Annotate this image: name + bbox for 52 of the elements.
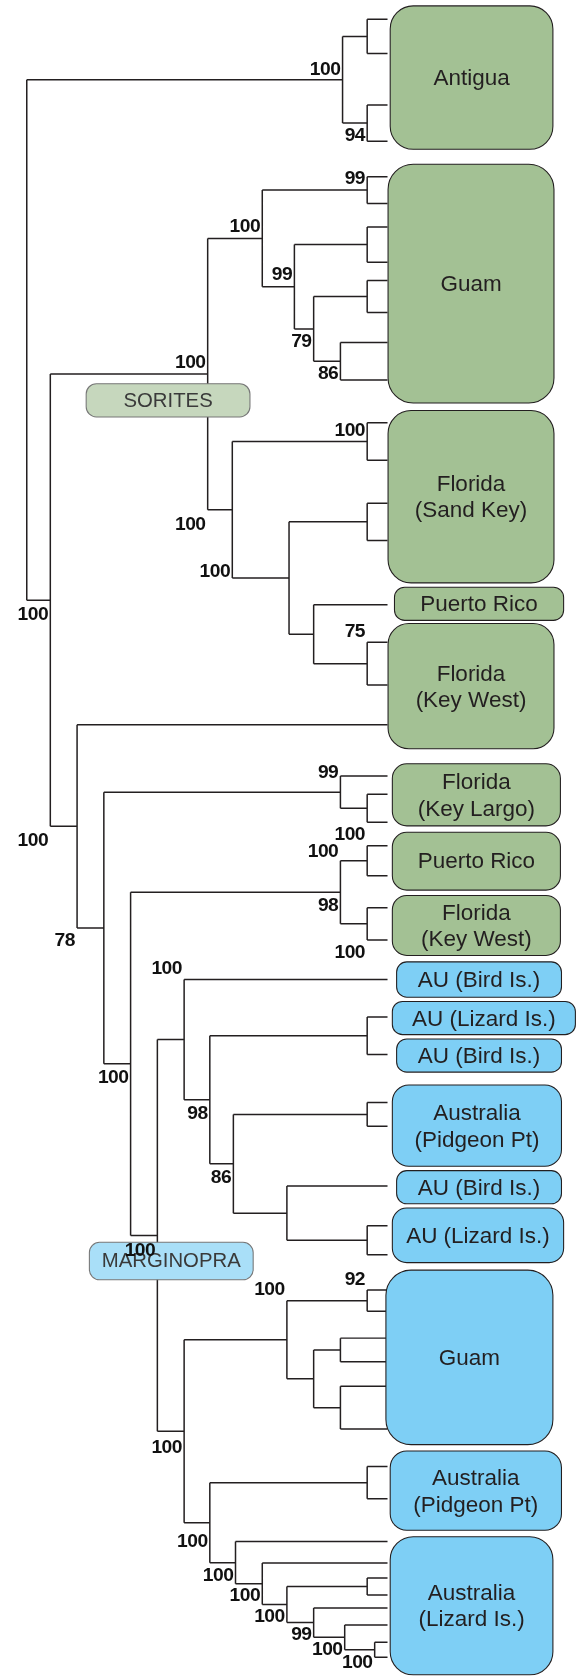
bootstrap-value: 100 — [175, 352, 206, 372]
bootstrap-value: 92 — [344, 1268, 366, 1288]
bootstrap-value: 100 — [199, 560, 231, 581]
bootstrap-value: 100 — [254, 1605, 285, 1625]
clade-tag: SORITES — [85, 383, 251, 418]
bootstrap-value: 99 — [344, 168, 366, 188]
bootstrap-value: 100 — [151, 1436, 182, 1456]
bootstrap-value: 100 — [254, 1279, 285, 1299]
location-box: AU (Bird Is.) — [396, 961, 562, 998]
location-box: Antigua — [389, 5, 554, 150]
location-box: AU (Bird Is.) — [396, 1170, 562, 1205]
location-box: AU (Bird Is.) — [396, 1038, 562, 1073]
bootstrap-value: 94 — [344, 125, 366, 145]
bootstrap-value: 100 — [177, 1530, 208, 1551]
bootstrap-value: 79 — [291, 330, 312, 351]
bootstrap-value: 100 — [17, 603, 49, 624]
location-box: Florida (Sand Key) — [387, 410, 555, 584]
location-box: AU (Lizard Is.) — [391, 1000, 576, 1036]
location-box: AU (Lizard Is.) — [391, 1207, 565, 1264]
bootstrap-value: 100 — [312, 1638, 343, 1659]
bootstrap-value: 99 — [317, 762, 339, 782]
bootstrap-value: 100 — [229, 1585, 261, 1605]
location-box: Guam — [387, 163, 555, 404]
location-box: Florida (Key West) — [387, 623, 555, 750]
bootstrap-value: 78 — [54, 930, 75, 950]
bootstrap-value: 100 — [334, 419, 366, 439]
location-box: Puerto Rico — [393, 586, 565, 621]
bootstrap-value: 100 — [307, 841, 339, 861]
location-box: Puerto Rico — [391, 831, 561, 891]
bootstrap-value: 99 — [271, 264, 293, 284]
bootstrap-value: 98 — [187, 1102, 208, 1122]
bootstrap-value: 100 — [334, 942, 366, 962]
bootstrap-value: 100 — [175, 513, 206, 534]
location-box: Australia (Pidgeon Pt) — [391, 1084, 562, 1167]
bootstrap-value: 86 — [317, 362, 339, 383]
bootstrap-value: 99 — [291, 1623, 312, 1644]
bootstrap-value: 75 — [344, 620, 366, 641]
location-box: Florida (Key Largo) — [391, 763, 561, 827]
bootstrap-value: 100 — [202, 1565, 234, 1585]
bootstrap-value: 100 — [97, 1067, 129, 1087]
bootstrap-value: 86 — [210, 1166, 232, 1187]
location-box: Florida (Key West) — [391, 894, 561, 956]
bootstrap-value: 100 — [341, 1651, 373, 1672]
location-box: Australia (Lizard Is.) — [389, 1536, 554, 1676]
bootstrap-value: 98 — [317, 894, 339, 915]
bootstrap-value: 100 — [151, 958, 182, 978]
bootstrap-value: 100 — [17, 829, 49, 849]
bootstrap-value: 100 — [229, 216, 261, 236]
location-box: Australia (Pidgeon Pt) — [389, 1450, 562, 1531]
bootstrap-value: 100 — [309, 58, 341, 79]
bootstrap-value: 100 — [334, 824, 366, 844]
location-box: Guam — [385, 1269, 554, 1446]
